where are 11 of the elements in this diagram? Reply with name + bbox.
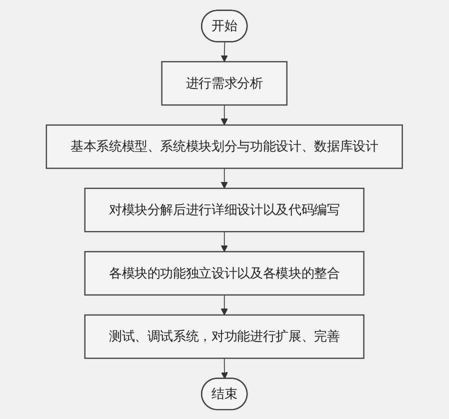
arrow — [220, 167, 228, 188]
node-box: 测试、调试系统，对功能进行扩展、完善 — [84, 314, 365, 358]
arrow — [221, 357, 228, 379]
node-box: 基本系统模型、系统模块划分与功能设计、数据库设计 — [46, 124, 404, 168]
arrow — [220, 294, 228, 315]
node-box: 对模块分解后进行详细设计以及代码编写 — [84, 187, 365, 232]
arrow — [220, 41, 228, 62]
node-box: 各模块的功能独立设计以及各模块的整合 — [84, 250, 365, 296]
arrow — [220, 104, 228, 125]
node-box: 进行需求分析 — [161, 60, 288, 106]
arrow — [220, 230, 228, 252]
